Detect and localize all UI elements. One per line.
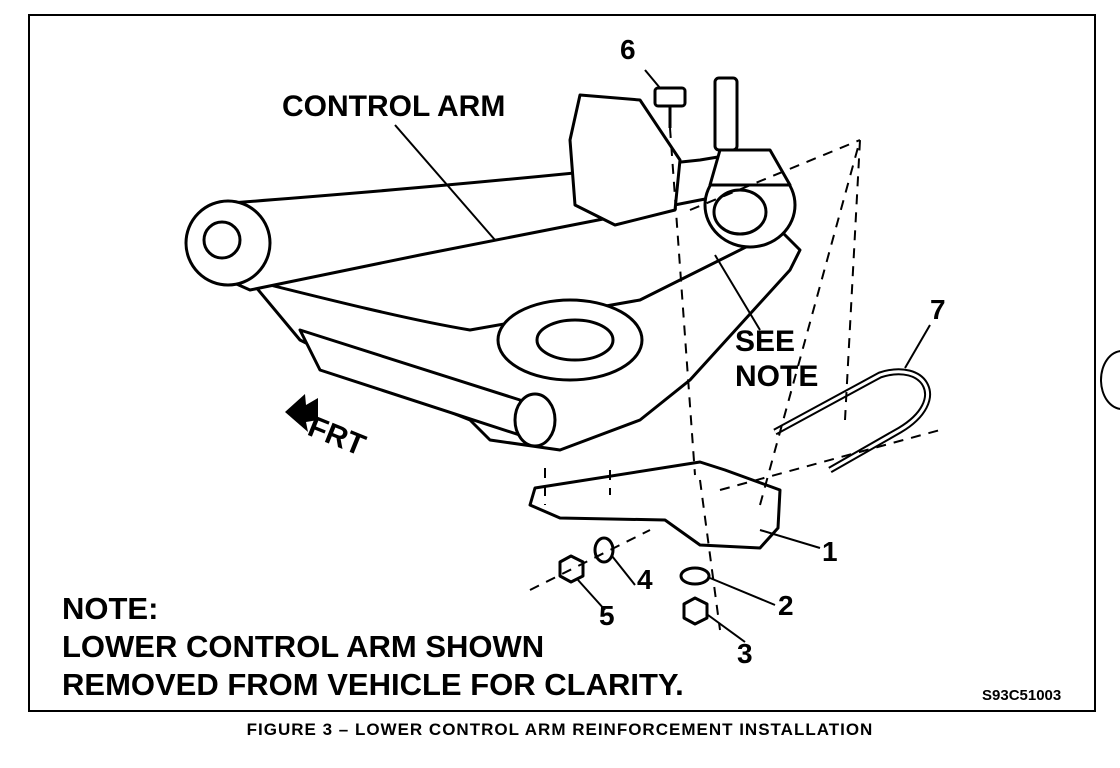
callout-5: 5 xyxy=(599,600,615,631)
callout-4: 4 xyxy=(637,564,653,595)
callout-7: 7 xyxy=(930,294,946,325)
figure-code: S93C51003 xyxy=(982,687,1062,704)
nut-3 xyxy=(682,596,709,626)
spring-seat-inner xyxy=(535,318,615,362)
ball-joint-boot xyxy=(708,148,792,187)
see-note-label-2: NOTE xyxy=(735,360,819,393)
ball-joint-stud xyxy=(713,76,739,152)
note-heading: NOTE: xyxy=(62,591,159,626)
reinforcement-plate xyxy=(528,460,782,550)
see-note-label: SEE xyxy=(735,325,796,358)
nut-5 xyxy=(558,554,585,584)
control-arm-link xyxy=(203,148,782,292)
control-arm-label: CONTROL ARM xyxy=(282,90,506,123)
washer-4 xyxy=(593,536,615,564)
callout-2: 2 xyxy=(778,590,794,621)
note-block: NOTE: LOWER CONTROL ARM SHOWN REMOVED FR… xyxy=(62,590,684,704)
bolt-head xyxy=(653,86,687,108)
control-arm-tower xyxy=(568,93,682,227)
callout-1: 1 xyxy=(822,536,838,567)
callout-6: 6 xyxy=(620,34,636,65)
front-bushing-inner xyxy=(202,220,242,260)
note-line-1: LOWER CONTROL ARM SHOWN xyxy=(62,629,545,664)
figure-caption: FIGURE 3 – LOWER CONTROL ARM REINFORCEME… xyxy=(246,720,874,739)
washer-2 xyxy=(679,566,711,586)
note-line-2: REMOVED FROM VEHICLE FOR CLARITY. xyxy=(62,667,684,702)
figure-frame xyxy=(28,14,1096,712)
front-arrow-icon xyxy=(285,394,318,432)
callout-3: 3 xyxy=(737,638,753,669)
ball-joint-center xyxy=(712,188,768,236)
rear-bushing-end xyxy=(513,392,557,448)
